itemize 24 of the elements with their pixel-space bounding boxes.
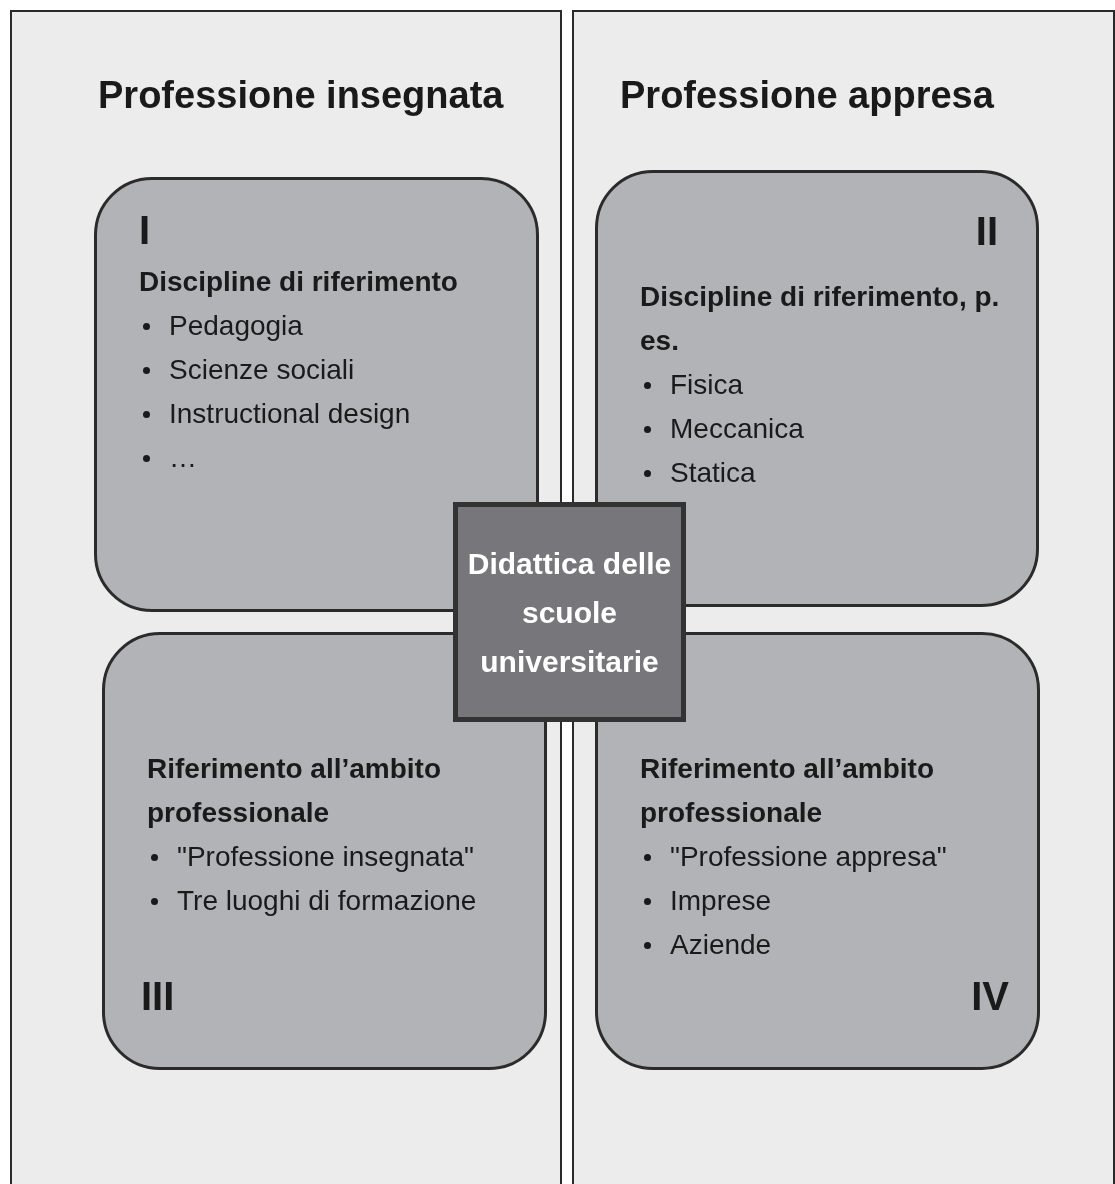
panel-title: Professione appresa <box>619 74 995 117</box>
quadrant-numeral: II <box>975 209 998 254</box>
quadrant-heading: Riferimento all’ambito professionale <box>640 752 936 830</box>
quadrant-numeral: IV <box>971 974 1009 1019</box>
bullet-item: Instructional design <box>139 392 506 436</box>
bullet-item: … <box>139 436 506 480</box>
bullet-item: "Professione insegnata" <box>147 835 514 879</box>
quadrant-heading: Discipline di riferimento <box>139 265 459 299</box>
quadrant-heading: Discipline di riferimento, p. es. <box>640 280 1001 358</box>
bullet-item: Fisica <box>640 363 1006 407</box>
bullet-item: Meccanica <box>640 407 1006 451</box>
quadrant-numeral: I <box>139 208 151 253</box>
bullet-item: Tre luoghi di formazione <box>147 879 514 923</box>
panel-title: Professione insegnata <box>97 74 505 117</box>
bullet-item: Scienze sociali <box>139 348 506 392</box>
quadrant-numeral: III <box>141 974 175 1019</box>
bullet-item: Imprese <box>640 879 1007 923</box>
quadrant-heading: Riferimento all’ambito professionale <box>147 752 443 830</box>
bullet-item: "Professione appresa" <box>640 835 1007 879</box>
center-title: Didattica delle scuole universitarie <box>466 545 673 680</box>
bullet-item: Statica <box>640 451 1006 495</box>
center-box <box>453 502 686 722</box>
bullet-item: Pedagogia <box>139 304 506 348</box>
bullet-item: Aziende <box>640 923 1007 967</box>
